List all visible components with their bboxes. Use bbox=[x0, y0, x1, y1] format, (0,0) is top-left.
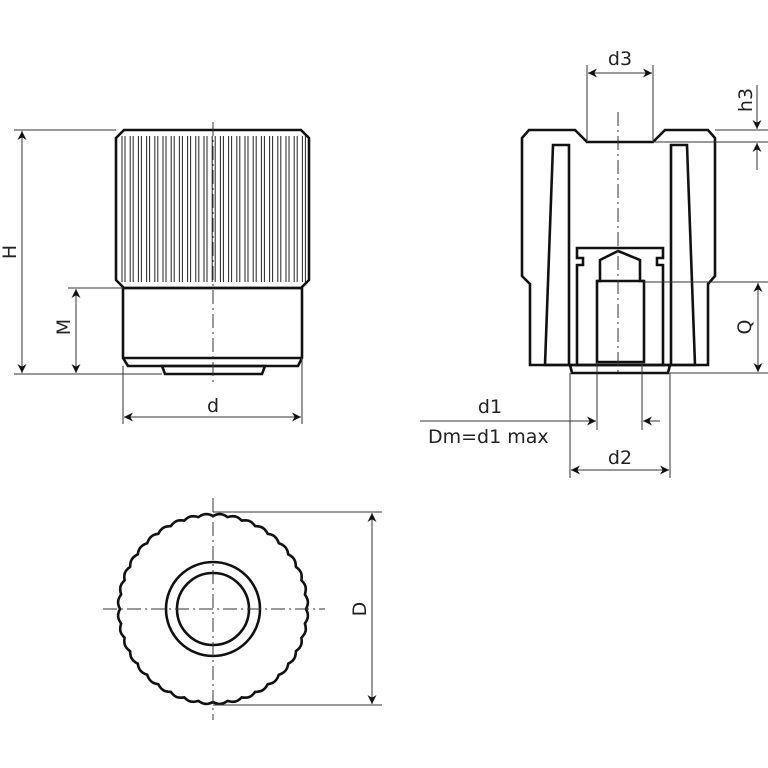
knurl-rib bbox=[195, 136, 200, 282]
threaded-insert bbox=[575, 246, 665, 367]
knurl-rib bbox=[277, 136, 282, 282]
knurl-rib bbox=[187, 136, 192, 282]
label-d2: d2 bbox=[608, 447, 632, 469]
label-d3: d3 bbox=[608, 48, 632, 70]
label-dm: Dm=d1 max bbox=[428, 426, 549, 448]
knurl-ribs bbox=[121, 136, 306, 282]
top-view: D bbox=[103, 498, 382, 720]
label-M: M bbox=[53, 319, 75, 335]
knurl-rib bbox=[178, 136, 183, 282]
knurl-rib bbox=[170, 136, 175, 282]
knurl-rib bbox=[137, 136, 142, 282]
label-d: d bbox=[207, 395, 219, 417]
knurl-rib bbox=[203, 136, 208, 282]
section-view: d3 h3 Q d1 Dm=d1 max d2 bbox=[420, 48, 768, 478]
knurl-rib bbox=[162, 136, 167, 282]
knurl-rib bbox=[146, 136, 151, 282]
knurl-rib bbox=[244, 136, 249, 282]
knob-body-section bbox=[520, 128, 717, 367]
side-view: H M d bbox=[0, 122, 311, 424]
bottom-boss bbox=[160, 364, 267, 376]
knurl-rib bbox=[260, 136, 265, 282]
knurl-rib bbox=[211, 136, 216, 282]
knurl-rib bbox=[121, 136, 126, 282]
knurl-rib bbox=[219, 136, 224, 282]
label-h3: h3 bbox=[735, 88, 757, 112]
insert-bore bbox=[595, 249, 646, 364]
knurl-rib bbox=[228, 136, 233, 282]
knurl-rib bbox=[285, 136, 290, 282]
knurled-outline bbox=[116, 512, 310, 706]
label-Q: Q bbox=[734, 320, 756, 335]
knurl-rib bbox=[293, 136, 298, 282]
label-H: H bbox=[0, 245, 21, 259]
knurl-rib bbox=[269, 136, 274, 282]
knurl-rib bbox=[301, 136, 306, 282]
slot-right bbox=[669, 143, 697, 367]
label-d1: d1 bbox=[478, 396, 502, 418]
knurl-rib bbox=[236, 136, 241, 282]
knurl-rib bbox=[252, 136, 257, 282]
knurl-rib bbox=[129, 136, 134, 282]
slot-left bbox=[543, 143, 571, 367]
bottom-flange bbox=[568, 363, 672, 375]
knurl-rib bbox=[154, 136, 159, 282]
label-D: D bbox=[349, 602, 371, 617]
